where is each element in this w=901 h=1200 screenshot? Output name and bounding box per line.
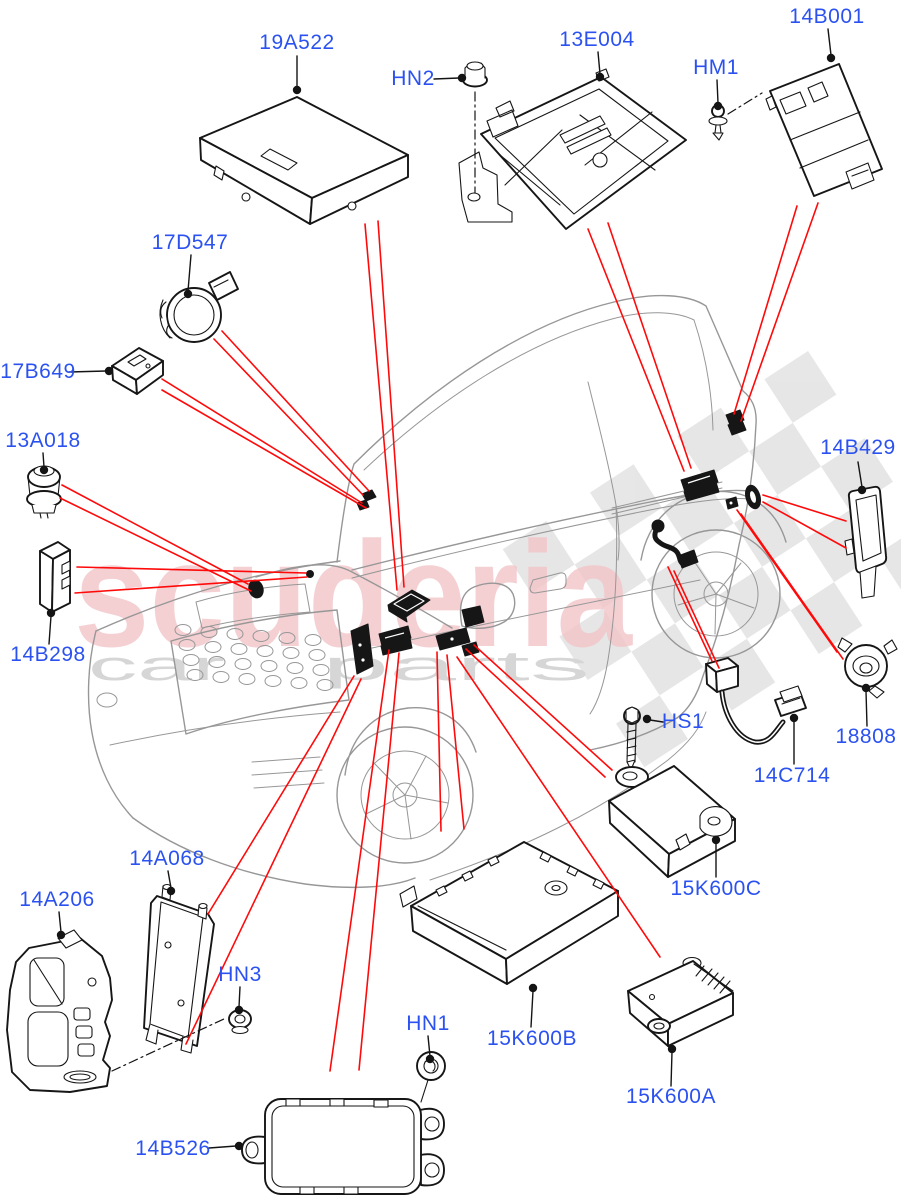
part-label-13E004: 13E004: [559, 28, 635, 51]
grille-mesh-cell: [174, 624, 192, 636]
door-harness-location: [651, 519, 699, 569]
part-drawing-14C714-harness: [705, 657, 807, 745]
part-drawing-HN1-grommet: [416, 1051, 446, 1103]
grille-mesh-cell: [256, 645, 274, 657]
checker-cell: [877, 525, 901, 598]
leader-lines: [39, 28, 871, 1151]
checker-cell: [646, 551, 719, 624]
part-label-14A068: 14A068: [129, 847, 205, 870]
grille-mesh-cell: [264, 675, 282, 687]
hood-sensor-point: [306, 570, 314, 578]
part-label-19A522: 19A522: [259, 31, 335, 54]
grille-mesh-cell: [304, 634, 322, 646]
part-drawing-14A206-bracket: [6, 929, 113, 1093]
mirror-module-location: [461, 605, 485, 628]
part-drawing-17B649: [111, 347, 164, 395]
grille-mesh-cell: [182, 654, 200, 666]
checker-cell: [764, 350, 837, 423]
grille-mesh-cell: [312, 664, 330, 676]
antenna-oval-location: [745, 484, 761, 510]
part-label-HN3: HN3: [218, 963, 262, 986]
part-label-HN1: HN1: [406, 1012, 450, 1035]
part-label-17B649: 17B649: [0, 360, 76, 383]
grille-mesh-cell: [204, 641, 222, 653]
grille-mesh-cell: [226, 628, 244, 640]
grille-mesh: [174, 624, 334, 691]
part-label-15K600A: 15K600A: [626, 1085, 716, 1108]
checker-cell: [790, 582, 863, 654]
part-drawing-HM1-clip: [708, 104, 728, 141]
part-label-17D547: 17D547: [151, 231, 229, 254]
part-drawing-15K600A: [627, 956, 734, 1047]
grille-mesh-cell: [308, 649, 326, 661]
part-label-HN2: HN2: [391, 67, 435, 90]
grille-mesh-cell: [186, 669, 204, 681]
front-wheel-spokes: [365, 755, 449, 840]
part-drawing-HN3-nut: [228, 1009, 252, 1035]
grille-mesh-cell: [260, 660, 278, 672]
checker-cell: [718, 566, 791, 639]
grille-mesh-cell: [230, 643, 248, 655]
part-drawing-15K600C: [608, 765, 736, 878]
part-label-13A018: 13A018: [5, 429, 81, 452]
roof-connector-location: [725, 409, 747, 436]
grille-mesh-cell: [178, 639, 196, 651]
grille-mesh-cell: [238, 673, 256, 685]
part-drawing-HN2-nut: [462, 61, 488, 88]
grille-mesh-cell: [290, 677, 308, 689]
windshield-sensors-location: [356, 489, 377, 511]
part-label-14C714: 14C714: [753, 764, 831, 787]
checker-cell: [631, 623, 704, 696]
cowl-side-panel-location: [350, 623, 374, 675]
part-label-15K600B: 15K600B: [487, 1027, 577, 1050]
part-label-15K600C: 15K600C: [670, 877, 762, 900]
checker-cell: [559, 608, 632, 681]
part-label-14A206: 14A206: [19, 888, 95, 911]
part-drawing-14B429: [844, 485, 888, 599]
watermark-subtitle-car: car: [88, 642, 225, 689]
part-drawing-17D547-rain-sensor: [159, 271, 239, 343]
grille-mesh-cell: [286, 662, 304, 674]
part-label-HS1: HS1: [661, 710, 705, 733]
part-label-18808: 18808: [835, 725, 897, 748]
part-drawing-19A522: [199, 96, 409, 225]
grille-mesh-cell: [282, 647, 300, 659]
part-label-14B429: 14B429: [820, 436, 896, 459]
part-label-14B001: 14B001: [789, 5, 865, 28]
checker-cell: [574, 536, 647, 609]
checker-cell: [502, 520, 575, 593]
speaker-connector-location: [725, 496, 739, 510]
grille-mesh-cell: [212, 671, 230, 683]
part-drawing-18808-speaker: [837, 637, 898, 699]
grille-mesh-cell: [278, 632, 296, 644]
part-drawing-15K600B: [399, 841, 619, 985]
dash-connector-bar: [435, 627, 471, 651]
part-drawing-14B526-plate: [241, 1098, 445, 1195]
overhead-module-location: [387, 589, 431, 623]
vehicle-outline: [87, 294, 787, 889]
grille-mesh-cell: [234, 658, 252, 670]
part-drawing-13E004: [458, 68, 687, 230]
part-drawing-HS1-screw: [623, 706, 641, 771]
part-drawing-14B001: [765, 63, 883, 197]
pointer-lines: [59, 202, 847, 1072]
checker-cell: [749, 422, 822, 495]
part-drawing-14B298: [39, 541, 71, 613]
grille-mesh-cell: [316, 679, 334, 691]
quarter-panel-module-location: [680, 469, 720, 502]
part-label-14B526: 14B526: [135, 1137, 211, 1160]
grille-mesh-cell: [252, 630, 270, 642]
checkered-flag-watermark: [502, 350, 901, 768]
part-label-14B298: 14B298: [10, 643, 86, 666]
checker-cell: [733, 494, 806, 567]
grille-mesh-cell: [208, 656, 226, 668]
part-drawing-14A068: [143, 883, 215, 1054]
part-label-HM1: HM1: [693, 56, 739, 79]
rear-wheel-spokes: [677, 560, 755, 635]
